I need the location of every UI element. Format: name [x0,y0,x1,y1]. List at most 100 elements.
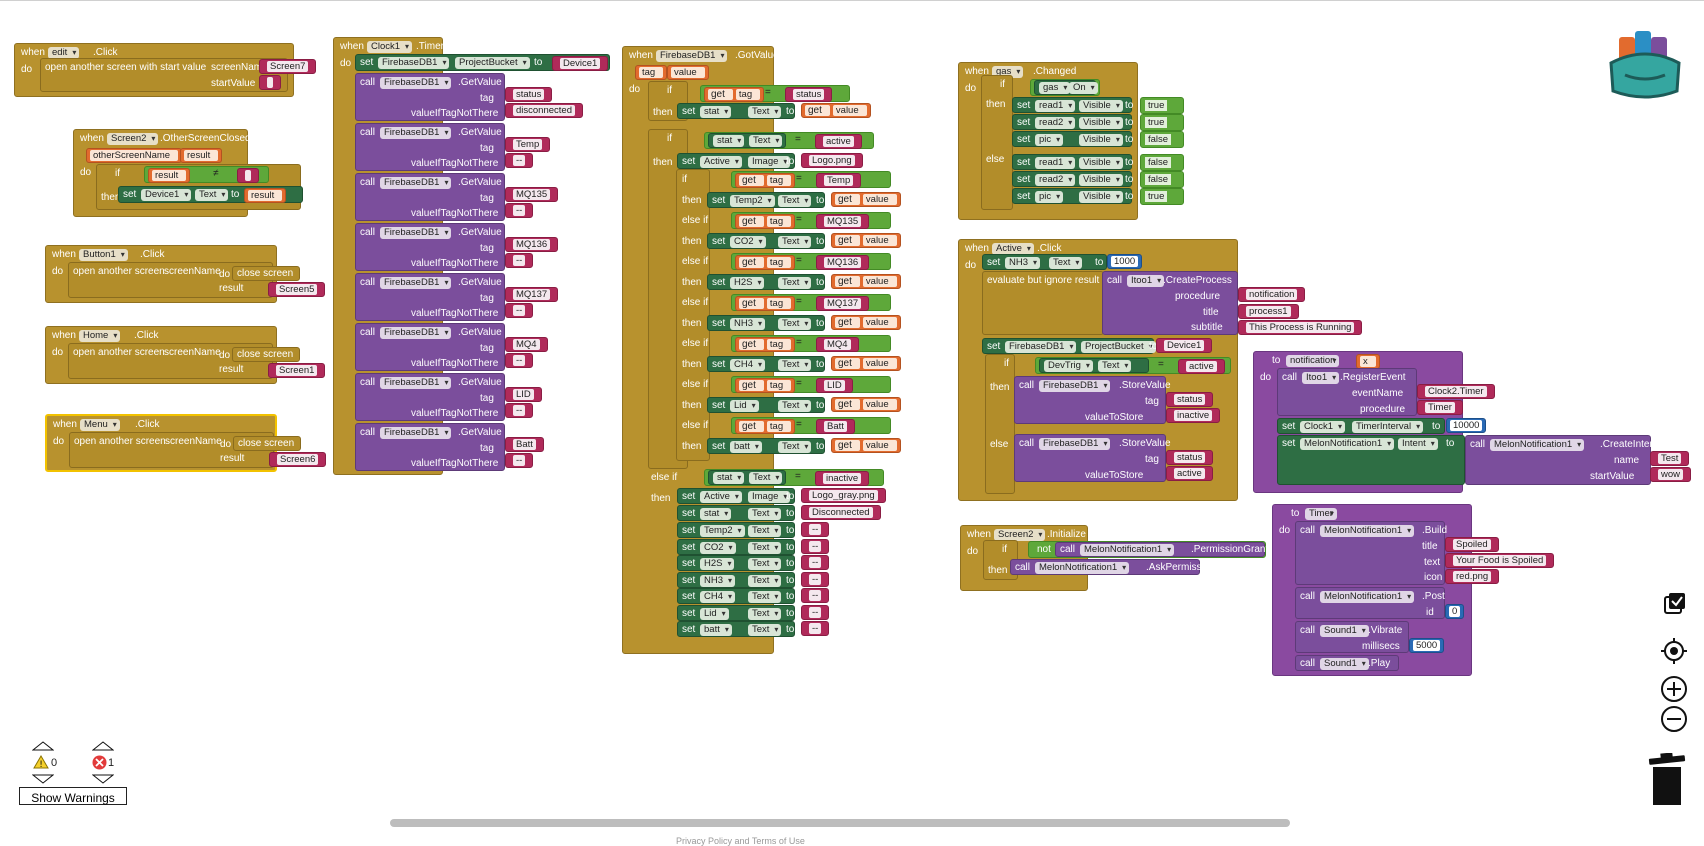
component-dropdown[interactable]: DevTrig [1044,360,1093,372]
eq-operator[interactable]: = [1158,359,1164,370]
compare-stat-block[interactable]: statText=active [704,132,874,149]
property-dropdown[interactable]: Visible [1079,100,1123,112]
zoom-out-icon[interactable] [1660,705,1688,733]
text-block[interactable]: MQ135 [816,214,870,229]
eq-operator[interactable]: = [796,214,802,225]
call-firebase-storevalue[interactable]: callFirebaseDB1.StoreValuetagvalueToStor… [1014,376,1171,424]
errors-next-icon[interactable] [92,774,114,784]
component-dropdown[interactable]: FirebaseDB1 [380,127,452,139]
text-block[interactable]: active [1166,466,1213,481]
set-visible-block[interactable]: setpicVisibleto [1012,188,1133,204]
text-block[interactable]: LID [816,378,853,393]
text-block[interactable]: MQ4 [816,337,859,352]
component-dropdown[interactable]: FirebaseDB1 [380,277,452,289]
component-dropdown[interactable]: Active [700,156,742,168]
component-dropdown[interactable]: Active [992,243,1034,255]
component-dropdown[interactable]: FirebaseDB1 [1005,341,1077,353]
set-firebase-projectbucket[interactable]: setFirebaseDB1ProjectBucketto [982,338,1157,354]
zoom-in-icon[interactable] [1660,675,1688,703]
call-melon-build[interactable]: callMelonNotification1.Buildtitletextico… [1295,521,1447,585]
text-block[interactable]: status [1166,450,1214,465]
warnings-next-icon[interactable] [32,774,54,784]
text-block[interactable]: -- [801,555,830,570]
eq-operator[interactable]: = [796,378,802,389]
component-dropdown[interactable]: Lid [700,607,729,620]
component-dropdown[interactable]: FirebaseDB1 [380,177,452,189]
set-temp2-block[interactable]: setTemp2Textto [707,192,825,208]
text-block[interactable]: MQ136 [505,237,559,252]
text-block[interactable]: Logo_gray.png [801,488,886,503]
evaluate-ignore-block[interactable]: evaluate but ignore result [982,271,1104,335]
set-active-block[interactable]: setActiveImageto [677,488,795,504]
text-block[interactable]: status [505,87,553,102]
set-ch4-block[interactable]: setCH4Textto [677,588,795,604]
horizontal-scrollbar[interactable] [390,819,1290,827]
boolean-block[interactable]: false [1140,131,1184,148]
property-dropdown[interactable]: Text [748,591,782,603]
footer-link[interactable]: Privacy Policy and Terms of Use [676,836,805,846]
param-other-screen-name[interactable]: otherScreenName [86,148,183,163]
call-itoo-registerevent[interactable]: callItoo1.RegisterEventeventNameprocedur… [1277,368,1417,416]
set-lid-block[interactable]: setLidTextto [707,397,825,413]
text-block[interactable]: -- [505,253,534,268]
compare-devtrig-block[interactable]: DevTrigText=active [1035,357,1231,374]
text-block[interactable]: -- [801,588,830,603]
property-dropdown[interactable]: Text [748,525,782,537]
component-dropdown[interactable]: FirebaseDB1 [1039,438,1111,450]
param-result[interactable]: result [180,148,223,163]
set-stat-block[interactable]: setstatTextto [677,103,795,119]
call-firebase-getvalue[interactable]: callFirebaseDB1.GetValuetagvalueIfTagNot… [355,73,505,121]
component-dropdown[interactable]: H2S [700,558,735,570]
text-block[interactable]: Batt [816,419,855,434]
warnings-prev-icon[interactable] [32,741,54,751]
text-block[interactable]: This Process is Running [1238,320,1363,335]
property-dropdown[interactable]: TimerInterval [1352,421,1424,433]
text-block[interactable]: inactive [815,471,870,486]
text-block[interactable]: Screen6 [269,452,327,467]
component-dropdown[interactable]: Temp2 [730,195,775,207]
property-dropdown[interactable]: Text [778,441,812,453]
property-dropdown[interactable]: Text [778,277,812,289]
property-dropdown[interactable]: Visible [1079,191,1123,203]
procedure-name[interactable]: notification [1286,355,1340,367]
component-dropdown[interactable]: pic [1035,191,1064,203]
text-block[interactable]: disconnected [505,103,583,118]
component-dropdown[interactable]: NH3 [730,318,766,330]
text-block[interactable]: Your Food is Spoiled [1445,553,1555,568]
event-block-menu-click[interactable]: when Menu .Click do open another screen … [45,414,327,472]
component-dropdown[interactable]: batt [700,624,732,636]
component-dropdown[interactable]: Clock1 [367,41,413,53]
boolean-block[interactable]: false [1140,154,1184,171]
component-dropdown[interactable]: pic [1035,134,1064,146]
property-dropdown[interactable]: Text [778,318,812,330]
set-stat-block[interactable]: setstatTextto [677,505,795,521]
text-block[interactable]: Screen1 [268,363,326,378]
text-block[interactable]: MQ137 [816,296,870,311]
event-block-screen2-closed[interactable]: when Screen2 .OtherScreenClosed otherScr… [73,129,303,217]
component-dropdown[interactable]: Sound1 [1320,625,1369,637]
text-block[interactable]: notification [1238,287,1306,302]
set-temp2-block[interactable]: setTemp2Textto [677,522,795,538]
backpack-icon[interactable] [1605,23,1685,101]
component-dropdown[interactable]: Itoo1 [1302,372,1340,384]
text-block[interactable]: -- [801,571,830,587]
component-dropdown[interactable]: FirebaseDB1 [380,327,452,339]
component-dropdown[interactable]: MelonNotification1 [1490,439,1585,451]
set-device1-text[interactable]: set Device1 Text to result [118,186,303,203]
property-dropdown[interactable]: Text [749,135,783,147]
compare-gas-block[interactable]: gasOn [1030,79,1100,96]
get-gas-on[interactable]: gasOn [1034,80,1098,95]
neq-operator[interactable]: ≠ [213,168,219,179]
trash-icon[interactable] [1647,753,1687,805]
